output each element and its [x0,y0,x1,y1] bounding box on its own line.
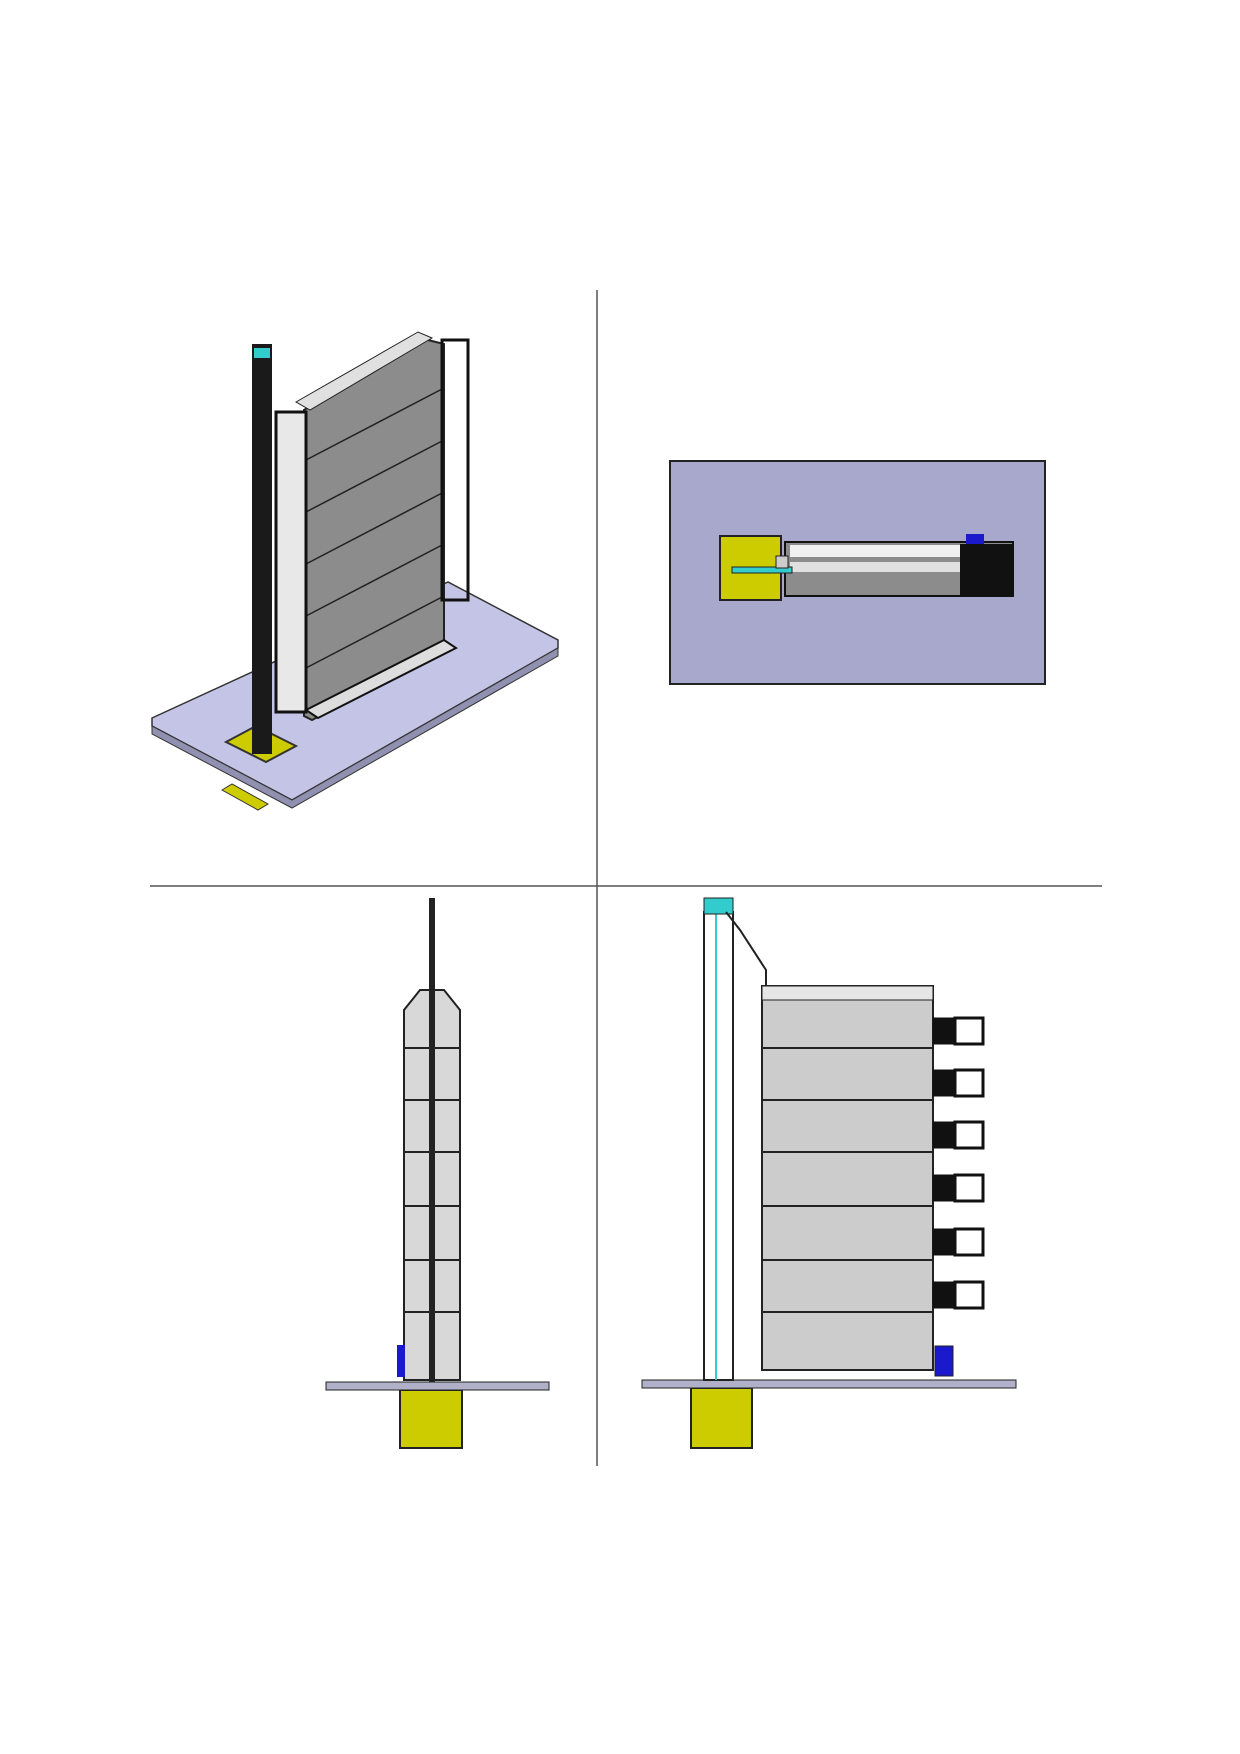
front-foundation [399,1389,463,1449]
iso-left-frame [274,410,308,714]
side-foundation [690,1387,753,1449]
top-panel-light-strip [790,545,960,557]
front-view [325,898,550,1449]
top-view [669,460,1046,685]
front-motor [397,1345,405,1377]
front-pole [429,898,435,1382]
side-column-head [703,897,734,915]
top-arm-joint [775,555,789,569]
top-panel-mid-strip [790,562,960,572]
side-column [703,911,734,1381]
top-arm [731,566,793,574]
side-top-cover [761,985,934,1001]
iso-column [252,344,272,754]
front-base-plate [325,1381,550,1391]
isometric-view [151,331,559,811]
top-motor [966,534,984,544]
iso-foundation-below [221,783,269,811]
side-panel-lines [762,1047,933,1313]
side-brackets [932,1016,985,1310]
side-view [641,897,1017,1449]
side-link-arm [725,911,767,986]
iso-bottom-rail [304,638,458,720]
iso-panel-lines [305,387,445,669]
iso-right-brackets [440,338,470,602]
side-base-plate [641,1379,1017,1389]
side-motor [934,1345,954,1377]
top-end-block [960,544,1013,596]
iso-base-plate-edge [151,647,559,809]
iso-top-rail [294,331,434,411]
iso-column-head [254,348,270,358]
side-panel-body [761,985,934,1371]
